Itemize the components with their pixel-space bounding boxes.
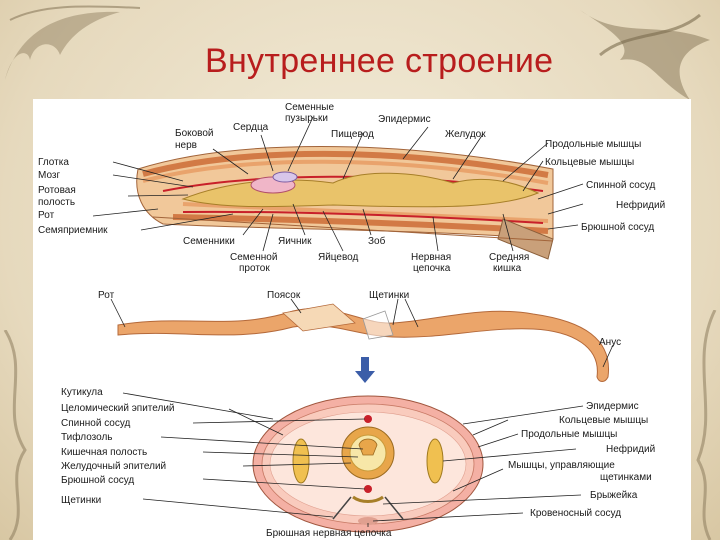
- whole-worm-figure: [117, 303, 610, 382]
- label-anus: Анус: [599, 337, 621, 348]
- label-stomach: Желудок: [445, 129, 486, 140]
- label-sperm-duct-1: Семенной: [230, 252, 277, 263]
- label-lateral-nerve-1: Боковой: [175, 128, 214, 139]
- middle-leader-lines: [110, 298, 614, 368]
- label-esophagus: Пищевод: [331, 129, 374, 140]
- label-nephridium-top: Нефридий: [616, 199, 665, 211]
- label-sperm-duct-2: проток: [239, 263, 270, 274]
- top-leader-lines: [92, 116, 584, 252]
- label-coelomic-epithelium: Целомический эпителий: [61, 403, 175, 414]
- label-epidermis-bottom: Эпидермис: [586, 401, 639, 412]
- label-spermatheca: Семяприемник: [38, 225, 108, 236]
- label-mouth: Рот: [38, 210, 55, 221]
- longitudinal-section-figure: [136, 146, 554, 260]
- label-epidermis-top: Эпидермис: [378, 114, 431, 125]
- slide-title: Внутреннее строение: [205, 42, 554, 80]
- label-nerve-cord-1: Нервная: [411, 252, 451, 263]
- label-nerve-cord-2: цепочка: [413, 263, 451, 274]
- label-oviduct: Яйцевод: [318, 252, 359, 263]
- label-clitellum: Поясок: [267, 290, 301, 301]
- label-midgut-2: кишка: [493, 263, 522, 274]
- ornament-top-left-icon: [5, 5, 141, 80]
- label-longitudinal-muscles-bottom: Продольные мышцы: [521, 429, 617, 440]
- label-mesentery: Брыжейка: [590, 490, 638, 501]
- label-gut-cavity: Кишечная полость: [61, 447, 147, 458]
- label-dorsal-vessel-bottom: Спинной сосуд: [61, 418, 131, 429]
- label-nephridium-bottom: Нефридий: [606, 443, 655, 455]
- label-gastric-epithelium: Желудочный эпителий: [61, 461, 166, 472]
- label-typhlosole: Тифлозоль: [61, 431, 113, 443]
- label-testes: Семенники: [183, 236, 235, 247]
- label-ventral-vessel-bottom: Брюшной сосуд: [61, 475, 134, 486]
- label-dorsal-vessel-top: Спинной сосуд: [586, 180, 656, 191]
- worm-anatomy-diagram: Глотка Мозг Ротовая полость Рот Семяприе…: [38, 102, 665, 539]
- diagram-panel: Глотка Мозг Ротовая полость Рот Семяприе…: [33, 99, 691, 540]
- label-seminal-vesicles-2: пузырьки: [285, 113, 328, 124]
- down-arrow-icon: [355, 357, 375, 383]
- label-setae-bottom: Щетинки: [61, 495, 101, 506]
- label-brain: Мозг: [38, 170, 60, 181]
- label-setae-muscles-1: Мышцы, управляющие: [508, 460, 615, 471]
- label-cuticle: Кутикула: [61, 387, 103, 398]
- label-ovary: Яичник: [278, 236, 312, 247]
- label-setae-muscles-2: щетинками: [600, 472, 652, 483]
- label-mouth-worm: Рот: [98, 290, 115, 301]
- label-pharynx: Глотка: [38, 157, 69, 168]
- label-midgut-1: Средняя: [489, 252, 529, 263]
- ornament-bottom-left-icon: [3, 330, 27, 540]
- label-seminal-vesicles-1: Семенные: [285, 102, 334, 113]
- label-longitudinal-muscles-top: Продольные мышцы: [545, 139, 641, 150]
- label-setae-worm: Щетинки: [369, 290, 409, 301]
- label-mouth-cavity-1: Ротовая: [38, 185, 76, 196]
- bottom-leader-lines: [122, 392, 584, 527]
- label-circular-muscles-bottom: Кольцевые мышцы: [559, 415, 648, 426]
- cross-section-figure: [252, 395, 484, 533]
- label-blood-vessel: Кровеносный сосуд: [530, 508, 621, 519]
- label-lateral-nerve-2: нерв: [175, 140, 197, 151]
- ornament-top-right-icon: [580, 10, 710, 100]
- label-circular-muscles-top: Кольцевые мышцы: [545, 157, 634, 168]
- ornament-bottom-right-icon: [696, 310, 717, 540]
- label-hearts: Сердца: [233, 122, 269, 133]
- label-ventral-vessel-top: Брюшной сосуд: [581, 222, 654, 233]
- label-crop: Зоб: [368, 235, 386, 247]
- label-ventral-nerve-cord: Брюшная нервная цепочка: [266, 528, 392, 539]
- label-mouth-cavity-2: полость: [38, 197, 75, 208]
